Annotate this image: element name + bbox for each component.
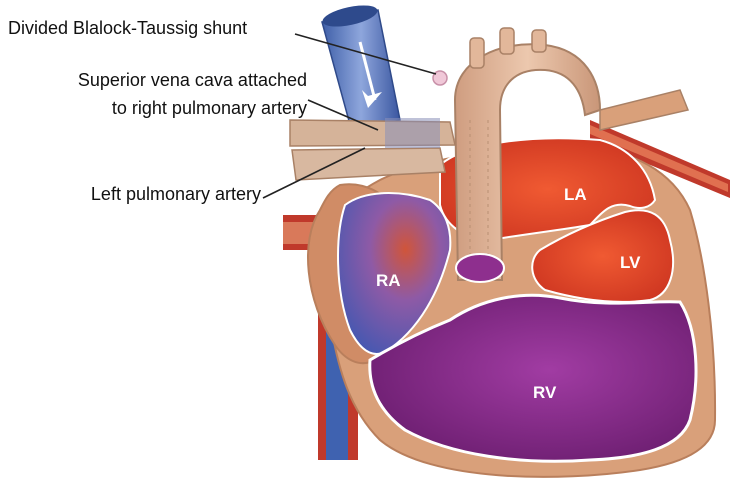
label-svc-line2: to right pulmonary artery — [112, 96, 307, 120]
chamber-label-la: LA — [564, 185, 587, 204]
label-blalock-taussig-shunt: Divided Blalock-Taussig shunt — [8, 16, 247, 40]
label-left-pulmonary-artery: Left pulmonary artery — [91, 182, 261, 206]
label-svc-line1: Superior vena cava attached — [78, 68, 307, 92]
chamber-label-rv: RV — [533, 383, 557, 402]
chamber-label-lv: LV — [620, 253, 641, 272]
chamber-label-ra: RA — [376, 271, 401, 290]
superior-vena-cava — [321, 1, 400, 132]
